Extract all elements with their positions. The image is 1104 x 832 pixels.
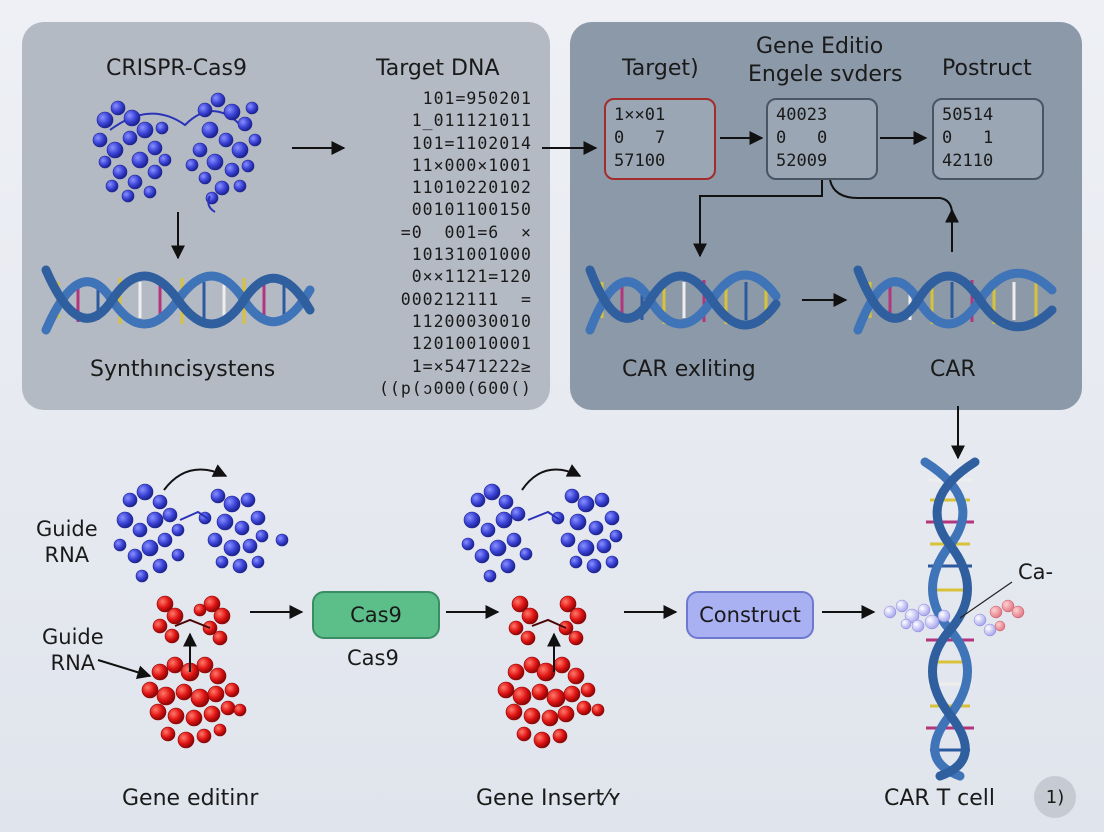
sequence-row: 101=950201 <box>422 89 532 108</box>
cas9-pill: Cas9 <box>312 591 440 639</box>
dna-helix-car-t-cell-icon <box>883 457 1025 781</box>
page-number-badge: 1) <box>1034 776 1076 818</box>
matrix-row: 42110 <box>942 151 994 171</box>
sequence-row: 10131001000 <box>411 245 532 265</box>
ca-label: Ca- <box>1018 560 1054 584</box>
sequence-row: 0××1121=120 <box>411 267 532 287</box>
gene-editing-panel <box>570 22 1082 410</box>
dna-helix-left-icon <box>41 265 315 335</box>
gene-edit-title-line1: Gene Editio <box>756 34 884 59</box>
matrix-row: 0 1 <box>942 128 994 148</box>
target-dna-label: Target DNA <box>376 56 500 81</box>
target-label: Target) <box>622 56 699 81</box>
dna-helix-car-exliting-icon <box>585 265 781 335</box>
target-dna-sequence: 101=950201 1_011121011 101=1102014 11×00… <box>352 88 532 400</box>
sequence-row: 101=1102014 <box>411 133 532 153</box>
matrix-row: 0 0 <box>776 128 828 148</box>
matrix-row: 0 7 <box>614 128 666 148</box>
matrix-row: 57100 <box>614 151 666 171</box>
sequence-row: ((p(ↄ000(600() <box>378 378 532 398</box>
sequence-row: 11010220102 <box>411 178 532 198</box>
postruct-matrix-box: 50514 0 1 42110 <box>932 98 1044 180</box>
guide-rna-label-top: Guide RNA <box>36 517 98 567</box>
car-exliting-label: CAR exliting <box>622 357 756 382</box>
cas9-protein-icon <box>92 92 262 213</box>
sequence-row: 000212111 = <box>400 289 532 309</box>
gene-insert-label: Gene Insert⁄ʏ <box>476 786 622 811</box>
sequence-row: 12010010001 <box>411 334 532 354</box>
sequence-row: 11×000×1001 <box>411 155 532 175</box>
sequence-row: 11200030010 <box>411 311 532 331</box>
flow-arrows <box>97 131 965 679</box>
gene-edit-title-line2: Engele svders <box>748 62 903 87</box>
crispr-overview-panel <box>22 22 550 410</box>
matrix-row: 52009 <box>776 151 828 171</box>
dna-helix-car-icon <box>853 265 1057 335</box>
construct-pill: Construct <box>686 591 814 639</box>
car-t-cell-label: CAR T cell <box>884 786 995 811</box>
sequence-row: 1_011121011 <box>411 111 532 131</box>
target-matrix-box: 1××01 0 7 57100 <box>604 98 716 180</box>
crispr-cas9-label: CRISPR-Cas9 <box>106 56 248 81</box>
cas9-caption: Cas9 <box>347 646 399 670</box>
synth-label: Synthıncisystens <box>90 357 276 382</box>
sequence-row: =0 001=6 × <box>400 222 532 242</box>
matrix-row: 50514 <box>942 105 994 125</box>
guide-rna-label-bottom: Guide RNA <box>42 625 104 675</box>
sequence-row: 00101100150 <box>411 200 532 220</box>
gene-edit-matrix-box: 40023 0 0 52009 <box>766 98 878 180</box>
gene-editing-label: Gene editinr <box>122 786 259 811</box>
matrix-row: 40023 <box>776 105 828 125</box>
matrix-row: 1××01 <box>614 105 666 125</box>
sequence-row: 1=×5471222≥ <box>411 356 532 376</box>
car-label: CAR <box>930 357 976 382</box>
guide-rna-complex-left-icon <box>113 483 289 749</box>
gene-insert-complex-icon <box>461 483 623 749</box>
postruct-label: Postruct <box>942 56 1032 81</box>
